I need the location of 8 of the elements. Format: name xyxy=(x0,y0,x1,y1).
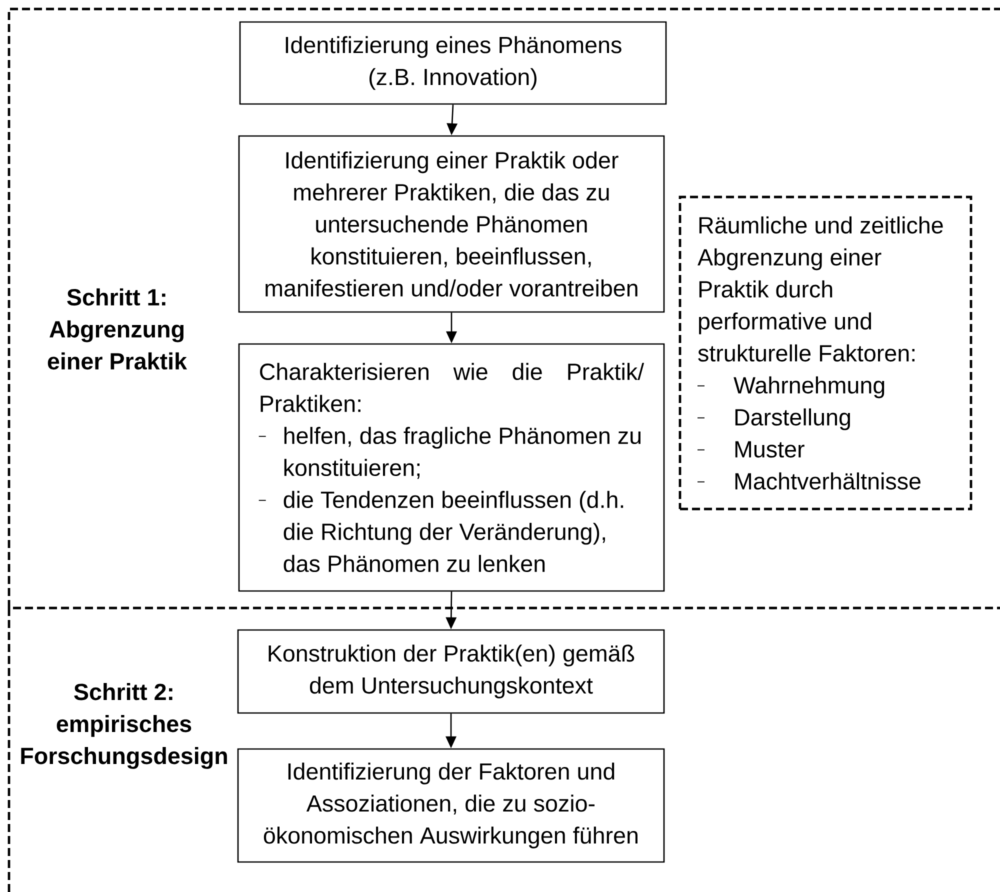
process-box: Identifizierung eines Phänomens (z.B. Innovation) xyxy=(239,21,667,105)
section-heading: Schritt 1: Abgrenzung einer Praktik xyxy=(48,288,188,370)
note-box: Räumliche und zeitliche Abgrenzung einer Praktik durch performative und strukturelle Faktoren: Wahrnehmung Darstellung Muster Machtverhältnisse xyxy=(678,196,972,510)
process-box: Charakterisieren wie die Praktik/ Praktiken: helfen, das fragliche Phänomen zu konstituieren; die Tendenzen beeinflussen (d.h. die Richtung der Veränderung), das Phänomen zu lenken xyxy=(238,343,665,592)
process-box: Konstruktion der Praktik(en) gemäß dem Untersuchungskontext xyxy=(237,629,665,714)
section-heading: Schritt 2: empirisches Forschungsdesign xyxy=(21,683,227,769)
process-box: Identifizierung der Faktoren und Assoziationen, die zu sozio- ökonomischen Auswirkungen führen xyxy=(237,748,665,863)
process-box: Identifizierung einer Praktik oder mehrerer Praktiken, die das zu untersuchende Phänomen konstituieren, beeinflussen, manifestieren und/oder vorantreiben xyxy=(238,135,665,313)
